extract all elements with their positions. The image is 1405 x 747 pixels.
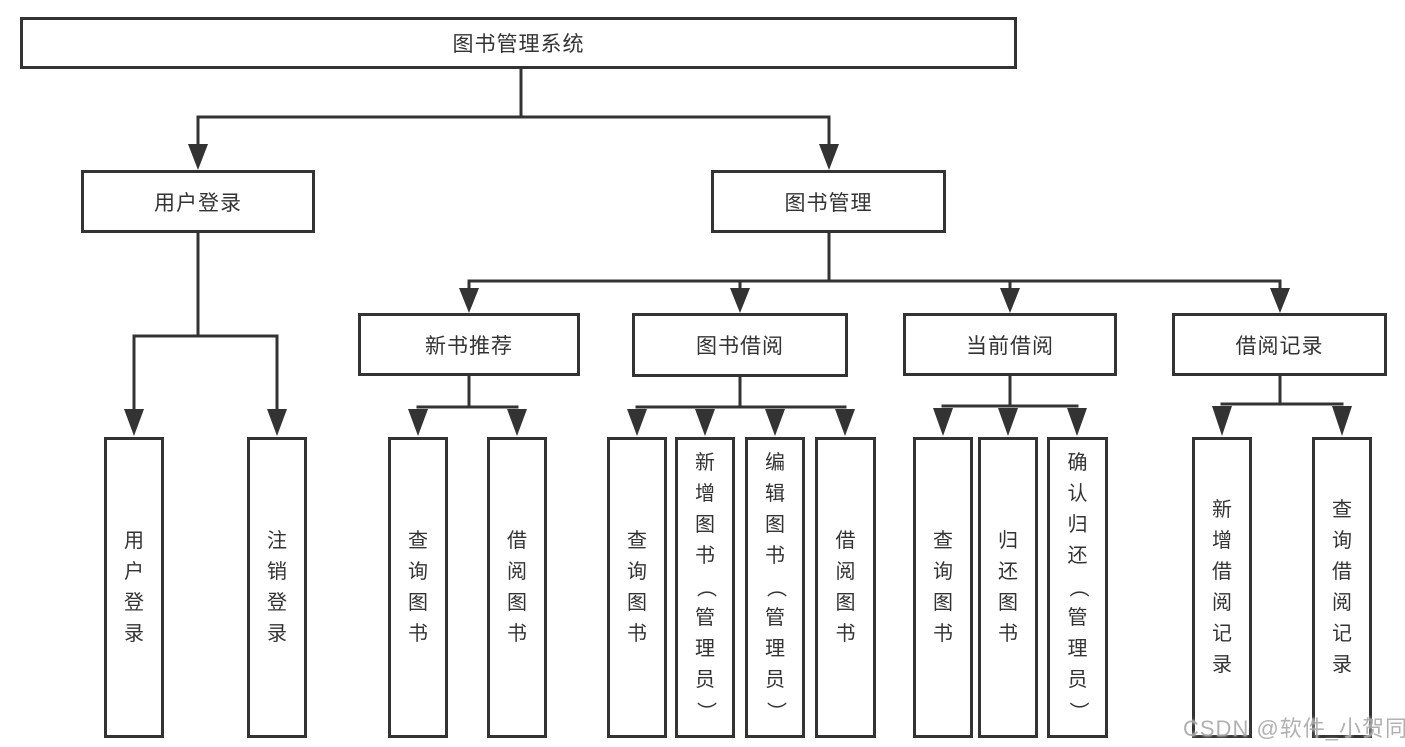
- leaf-edit-books-admin: 编辑图书（管理员）: [745, 437, 805, 738]
- leaf-confirm-return-admin: 确认归还（管理员）: [1047, 437, 1108, 738]
- leaf-borrow-books: 借阅图书: [815, 437, 876, 738]
- watermark: CSDN @软件_小贺同学: [1183, 716, 1405, 741]
- leaf-query-books-current: 查询图书: [913, 437, 973, 738]
- connector-user-login: [124, 232, 287, 436]
- leaf-add-borrow-record: 新增借阅记录: [1192, 437, 1252, 738]
- leaf-query-books-borrow: 查询图书: [607, 437, 667, 738]
- connector-book-management: [459, 232, 1290, 313]
- node-current-borrow: 当前借阅: [903, 313, 1117, 376]
- leaf-add-books-admin: 新增图书（管理员）: [675, 437, 735, 738]
- node-root-library-system: 图书管理系统: [20, 17, 1017, 69]
- leaf-query-borrow-record: 查询借阅记录: [1312, 437, 1372, 738]
- connector-root: [188, 69, 839, 170]
- node-user-login: 用户登录: [81, 170, 315, 233]
- node-borrow-records: 借阅记录: [1172, 313, 1387, 376]
- connector-new-book-recommend: [408, 375, 527, 436]
- node-book-management: 图书管理: [711, 170, 946, 233]
- leaf-query-books-recommend: 查询图书: [388, 437, 448, 738]
- node-new-book-recommend: 新书推荐: [358, 313, 580, 376]
- connector-current-borrow: [933, 375, 1087, 436]
- leaf-borrow-books-recommend: 借阅图书: [487, 437, 547, 738]
- leaf-return-books: 归还图书: [978, 437, 1038, 738]
- connector-borrow-records: [1212, 375, 1352, 436]
- leaf-logout: 注销登录: [247, 437, 307, 738]
- node-book-borrow: 图书借阅: [632, 313, 848, 377]
- leaf-user-login: 用户登录: [104, 437, 164, 738]
- connector-book-borrow: [627, 375, 855, 436]
